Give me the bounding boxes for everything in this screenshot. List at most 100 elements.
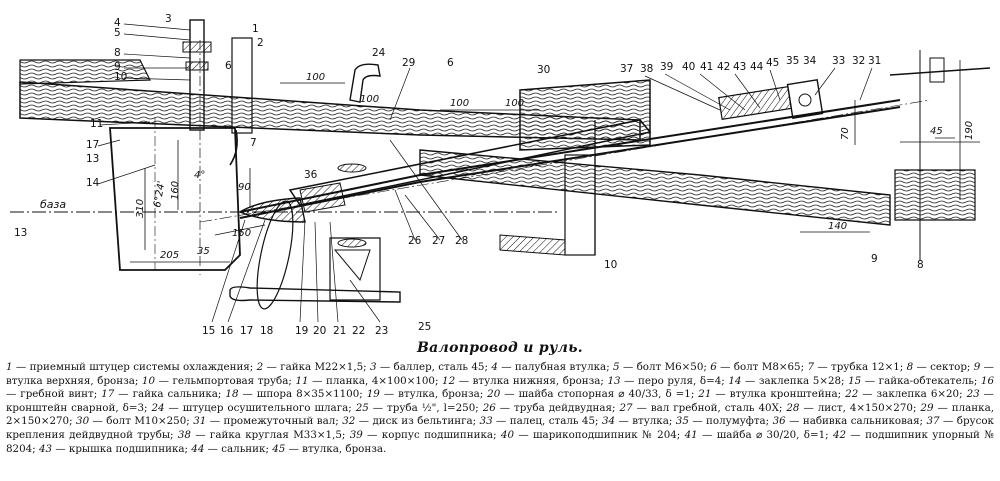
callout-41: 41 [700,61,713,73]
legend-item: 34 — втулка; [602,415,676,427]
legend-item: 24 — штуцер осушительного шлага; [151,402,355,414]
legend-item: 19 — втулка, бронза; [367,388,487,400]
keel-plank [19,59,651,151]
legend-item: 12 — втулка нижняя, бронза; [442,375,607,387]
dim-35: 35 [197,246,210,257]
thrust-bearing [718,79,824,121]
callout-40: 40 [682,61,695,73]
callout-38: 38 [640,63,653,75]
bilge-fitting [349,63,381,103]
legend-item-text: — гайка круглая М33×1,5; [190,428,350,441]
legend-item-number: 40 [500,428,514,441]
legend-item: 36 — набивка сальниковая; [773,415,927,427]
shaft-rudder-drawing: база 13 [10,13,991,335]
legend-item: 27 — вал гребной, сталь 40Х; [619,402,786,414]
callout-4: 4 [114,17,121,29]
legend-item-text: — палубная втулка; [497,361,614,373]
callout-31: 31 [868,55,881,67]
callout-26: 26 [408,235,422,247]
dim-90: 90 [238,182,251,193]
legend-item: 6 — болт М8×65; [710,361,807,373]
legend-item-text: — втулка, бронза; [379,388,488,401]
legend-item-number: 30 [76,415,90,428]
legend-item-number: 6 [710,361,717,373]
dim-190: 190 [964,121,975,140]
legend-item-text: — втулка; [615,415,676,428]
callouts: 3 4 5 8 9 10 1 2 6 11 17 13 14 7 24 29 6… [86,13,881,335]
legend-item-number: 22 [845,388,859,401]
legend-item: 14 — заклепка 5×28; [728,375,848,387]
callout-17: 17 [86,139,99,151]
legend-item: 10 — гельмпортовая труба; [142,375,296,387]
callout-6b: 6 [447,57,454,69]
callout-2: 2 [257,37,264,49]
legend-item-text: — гребной винт; [6,388,102,401]
rudder-stock [182,19,253,166]
angle-6-24: 6°24' [152,180,167,208]
callout-30: 30 [537,64,550,76]
legend-item-number: 5 [613,361,620,373]
legend-item-text: — гайка сальника; [114,388,226,401]
shaft-bracket [499,120,596,256]
legend-item-text: — гайка М22×1,5; [263,361,370,373]
rudder-shoe [229,163,401,303]
legend-item: 40 — шарикоподшипник № 204; [501,429,685,441]
callout-21: 21 [333,325,346,335]
legend-item-text: — штуцер осушительного шлага; [164,401,356,414]
callout-39: 39 [660,61,673,73]
legend-item-number: 2 [256,361,264,373]
legend-item: 38 — гайка круглая М33×1,5; [178,429,350,441]
legend-item-number: 33 [479,415,493,428]
legend-item: 3 — баллер, сталь 45; [370,361,491,373]
legend-item-number: 7 [807,361,814,373]
legend-item: 5 — болт М6×50; [613,361,710,373]
legend-item-text: — перо руля, δ=4; [620,374,729,387]
dim-310: 310 [135,199,146,218]
dim-140: 140 [828,221,847,232]
legend-item: 8 — сектор; [907,361,974,373]
legend-item-text: — баллер, сталь 45; [376,361,492,373]
legend-item-text: — набивка сальниковая; [785,415,927,428]
legend-item-number: 8 [906,361,914,373]
angle-4: 4° [194,170,205,181]
figure-title: Валопровод и руль. [417,340,583,356]
callout-25: 25 [418,321,431,333]
callout-7: 7 [250,137,257,149]
label-10: 10 [604,259,617,271]
legend-item-number: 14 [728,374,742,387]
callout-44: 44 [750,61,764,73]
legend-item: 17 — гайка сальника; [101,388,225,400]
legend-item-text: — шайба ⌀ 30/20, δ=1; [697,428,833,441]
callout-8: 8 [114,47,121,59]
legend-item-number: 44 [191,442,205,455]
legend-item-text: — втулка кронштейна; [711,388,846,401]
legend-item-text: — полумуфта; [688,415,773,428]
legend-item-text: — шайба стопорная ⌀ 40/33, δ =1; [500,388,699,401]
callout-6a: 6 [225,60,232,72]
dim-100-b: 100 [360,94,379,105]
legend-item: 7 — трубка 12×1; [807,361,906,373]
legend-item-number: 41 [684,428,698,441]
label-8: 8 [917,259,924,271]
callout-20: 20 [313,325,326,335]
callout-16: 16 [220,325,234,335]
callout-42: 42 [717,61,730,73]
figure-legend: 1 — приемный штуцер системы охлаждения; … [6,361,994,456]
dim-100-c: 100 [450,98,469,109]
legend-item-text: — сектор; [913,361,974,373]
legend-item-number: 38 [177,428,191,441]
legend-item-number: 35 [675,415,689,428]
callout-32: 32 [852,55,865,67]
frame-section: 8 9 10 [604,50,991,271]
label-13: 13 [14,227,27,239]
legend-item: 18 — шпора 8×35×1100; [225,388,366,400]
legend-item-text: — промежуточный вал; [206,415,343,428]
lower-hull-plank [419,149,976,226]
base-label: база [40,198,66,211]
legend-item-number: 11 [295,374,309,387]
legend-item-number: 32 [342,415,356,428]
legend-item: 23 — кронштейн сварной, δ=3; [6,388,994,414]
callout-23: 23 [375,325,388,335]
legend-item-number: 31 [193,415,207,428]
callout-22: 22 [352,325,365,335]
